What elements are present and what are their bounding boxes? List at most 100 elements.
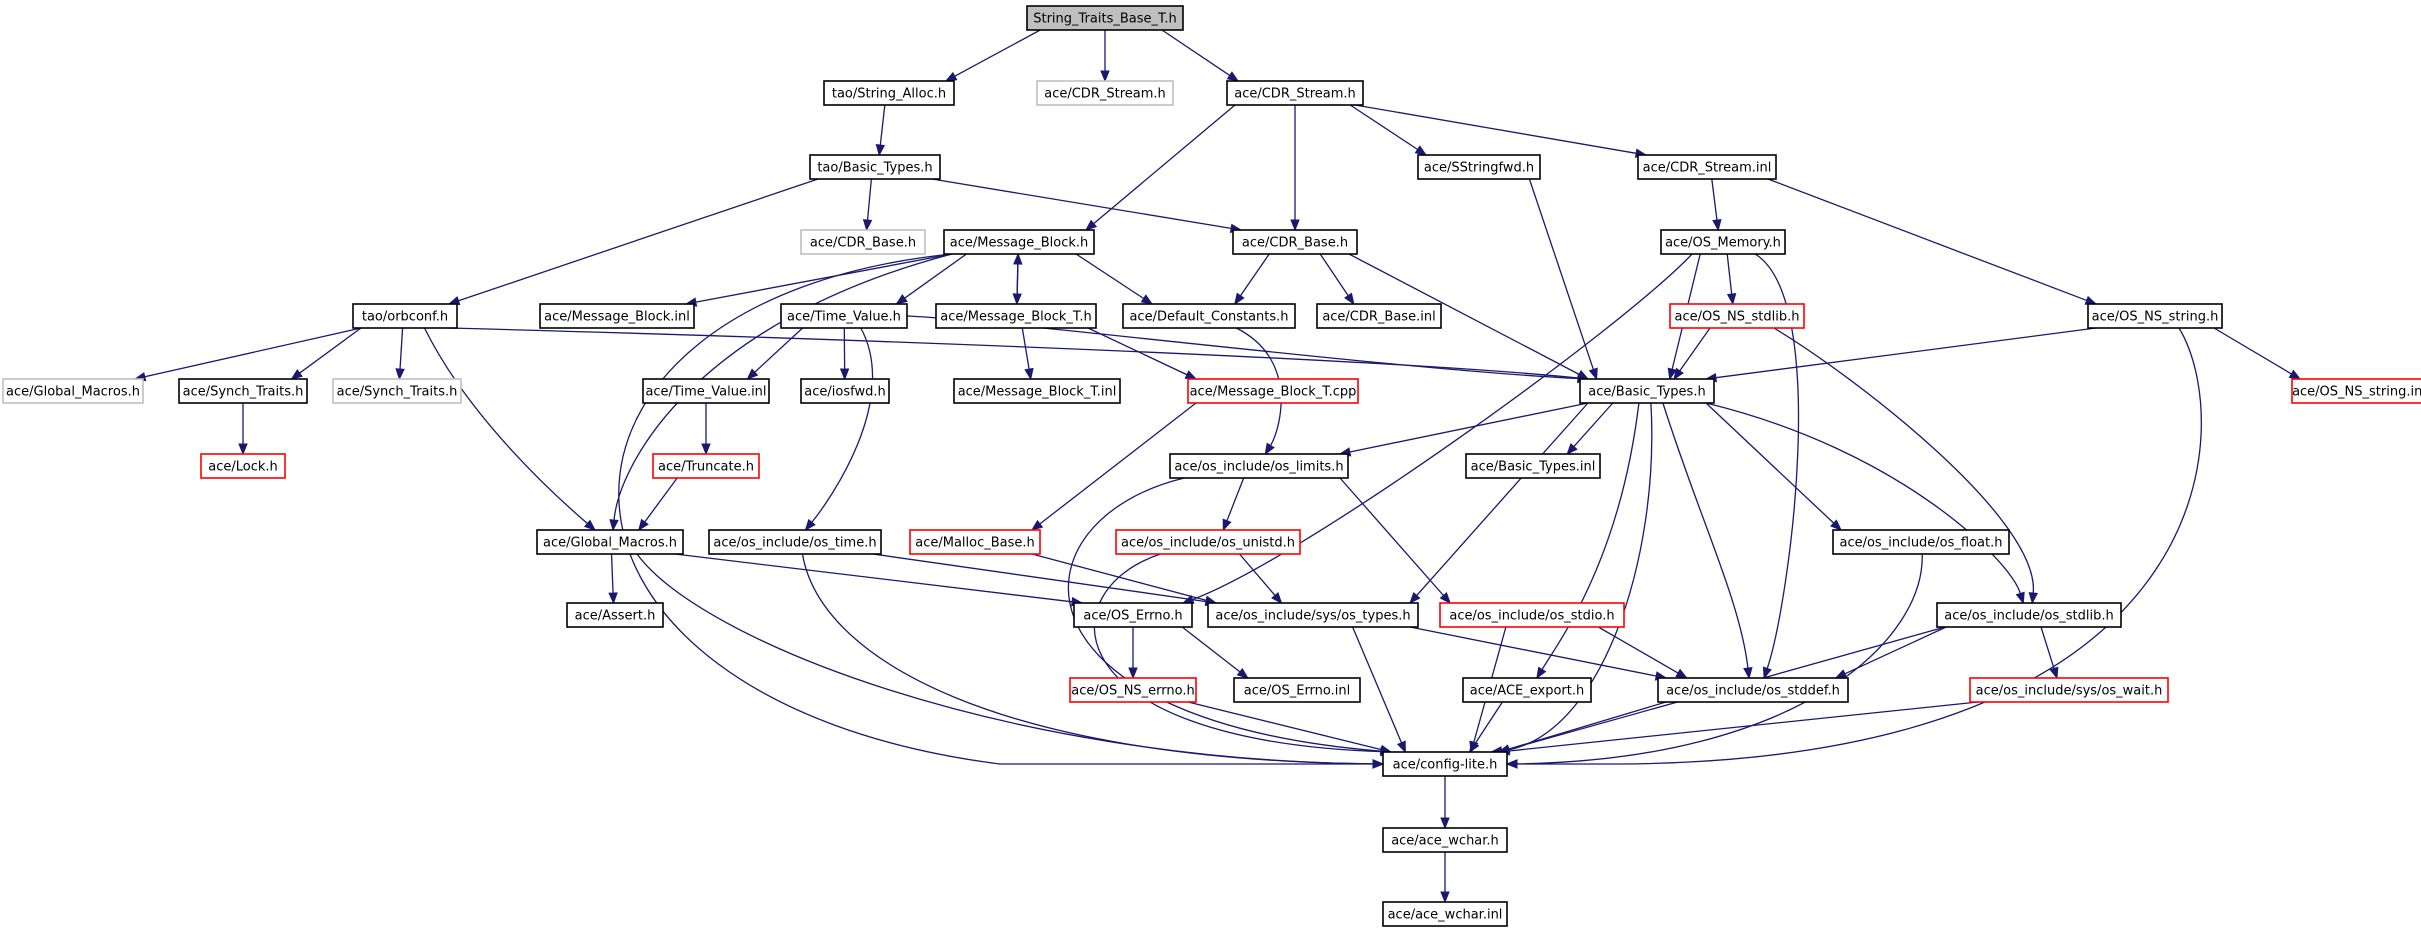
node-message-block-t-cpp[interactable]: ace/Message_Block_T.cpp — [1187, 378, 1359, 404]
node-default-constants[interactable]: ace/Default_Constants.h — [1122, 303, 1296, 329]
node-os-errno-inl[interactable]: ace/OS_Errno.inl — [1233, 677, 1361, 703]
node-cdr-base-inl[interactable]: ace/CDR_Base.inl — [1316, 303, 1442, 329]
node-tao-basic-types[interactable]: tao/Basic_Types.h — [809, 154, 941, 180]
node-os-ns-string-inl[interactable]: ace/OS_NS_string.inl — [2291, 378, 2421, 404]
node-synch-traits[interactable]: ace/Synch_Traits.h — [178, 378, 308, 404]
node-os-limits[interactable]: ace/os_include/os_limits.h — [1169, 453, 1349, 479]
arrowhead — [839, 368, 850, 381]
node-message-block-inl[interactable]: ace/Message_Block.inl — [539, 303, 695, 329]
node-synch-traits-gray: ace/Synch_Traits.h — [332, 378, 462, 404]
arrowhead — [2049, 666, 2059, 680]
node-os-unistd[interactable]: ace/os_include/os_unistd.h — [1115, 529, 1301, 555]
arrowhead — [2288, 369, 2302, 380]
node-message-block-t[interactable]: ace/Message_Block_T.h — [935, 303, 1097, 329]
edge-os_unistd-to-sys_os_types — [1239, 553, 1283, 605]
arrowhead — [1409, 592, 1421, 605]
node-label: ace/CDR_Base.inl — [1322, 310, 1435, 325]
edge-global_macros-to-os_errno — [674, 553, 1084, 607]
arrowhead — [1830, 519, 1842, 531]
node-label: ace/os_include/os_stdlib.h — [1944, 609, 2113, 624]
arrowhead — [1024, 367, 1034, 381]
node-malloc-base[interactable]: ace/Malloc_Base.h — [909, 529, 1041, 555]
edge-message_block_t-to-message_block_t_inl — [1021, 327, 1034, 381]
node-iosfwd[interactable]: ace/iosfwd.h — [800, 378, 890, 404]
edge-os_limits-to-os_unistd — [1222, 477, 1245, 532]
node-label: ace/Basic_Types.inl — [1471, 460, 1596, 475]
edge-time_value-to-iosfwd — [839, 327, 850, 381]
edge-cdr_stream-to-message_block — [1084, 104, 1236, 231]
edge-sys_os_types-to-config_lite — [1352, 626, 1406, 754]
node-basic-types-inl[interactable]: ace/Basic_Types.inl — [1465, 453, 1601, 479]
node-label: ace/OS_NS_string.h — [2092, 310, 2219, 325]
node-label: ace/OS_NS_errno.h — [1071, 684, 1195, 699]
node-lock[interactable]: ace/Lock.h — [200, 453, 286, 479]
node-truncate[interactable]: ace/Truncate.h — [652, 453, 760, 479]
node-label: ace/SStringfwd.h — [1424, 161, 1534, 176]
node-time-value[interactable]: ace/Time_Value.h — [780, 303, 908, 329]
node-message-block[interactable]: ace/Message_Block.h — [943, 229, 1095, 255]
edge-os_stdio-to-os_stddef — [1597, 626, 1688, 679]
node-string-alloc[interactable]: tao/String_Alloc.h — [823, 80, 955, 106]
arrowhead — [1743, 667, 1753, 680]
node-label: ace/Synch_Traits.h — [337, 385, 458, 400]
node-label: ace/OS_Errno.inl — [1244, 684, 1350, 699]
node-os-memory[interactable]: ace/OS_Memory.h — [1660, 229, 1786, 255]
node-os-stdio[interactable]: ace/os_include/os_stdio.h — [1439, 602, 1625, 628]
arrowhead — [290, 368, 303, 380]
node-assert[interactable]: ace/Assert.h — [566, 602, 664, 628]
edge-orbconf-to-basic_types — [448, 327, 1590, 383]
edge-message_block-to-message_block_inl — [684, 253, 953, 307]
node-label: ace/os_include/os_unistd.h — [1121, 536, 1295, 551]
node-os-ns-stdlib[interactable]: ace/OS_NS_stdlib.h — [1669, 303, 1805, 329]
node-sys-os-types[interactable]: ace/os_include/sys/os_types.h — [1207, 602, 1419, 628]
edge-ace_export-to-config_lite — [1468, 701, 1503, 754]
node-cdr-base[interactable]: ace/CDR_Base.h — [1232, 229, 1358, 255]
arrowhead — [1344, 292, 1355, 306]
node-cdr-base-gray: ace/CDR_Base.h — [800, 229, 926, 255]
edge-os_errno-to-os_errno_inl — [1181, 626, 1249, 679]
node-os-ns-string[interactable]: ace/OS_NS_string.h — [2087, 303, 2223, 329]
edge-ace_wchar-to-ace_wchar_inl — [1440, 852, 1450, 904]
node-basic-types[interactable]: ace/Basic_Types.h — [1579, 378, 1715, 404]
edge-basic_types-to-os_float — [1705, 402, 1842, 531]
node-os-float[interactable]: ace/os_include/os_float.h — [1832, 529, 2010, 555]
node-label: ace/CDR_Base.h — [1242, 236, 1348, 251]
node-time-value-inl[interactable]: ace/Time_Value.inl — [642, 378, 770, 404]
node-os-ns-errno[interactable]: ace/OS_NS_errno.h — [1069, 677, 1197, 703]
node-ace-export[interactable]: ace/ACE_export.h — [1462, 677, 1592, 703]
arrowhead — [395, 368, 405, 381]
node-message-block-t-inl[interactable]: ace/Message_Block_T.inl — [953, 378, 1121, 404]
edge-basic_types-to-basic_types_inl — [1566, 402, 1614, 456]
node-cdr-stream[interactable]: ace/CDR_Stream.h — [1226, 80, 1364, 106]
node-cdr-stream-inl[interactable]: ace/CDR_Stream.inl — [1637, 154, 1777, 180]
edge-cdr_base-to-default_constants — [1234, 253, 1270, 306]
node-os-errno[interactable]: ace/OS_Errno.h — [1073, 602, 1193, 628]
arrowhead — [1675, 668, 1688, 679]
edge-cdr_stream-to-cdr_stream_inl — [1354, 104, 1648, 158]
edge-truncate-to-global_macros — [638, 477, 678, 532]
node-label: tao/String_Alloc.h — [832, 87, 946, 102]
arrowhead — [1588, 367, 1598, 381]
node-ace-wchar-inl[interactable]: ace/ace_wchar.inl — [1382, 901, 1508, 927]
node-ace-wchar[interactable]: ace/ace_wchar.h — [1382, 827, 1508, 853]
edge-synch_traits-to-lock — [238, 403, 248, 456]
arrowhead — [609, 519, 619, 532]
arrowhead — [1013, 252, 1023, 265]
node-sstringfwd[interactable]: ace/SStringfwd.h — [1417, 154, 1541, 180]
node-os-stdlib[interactable]: ace/os_include/os_stdlib.h — [1936, 602, 2122, 628]
node-os-stddef[interactable]: ace/os_include/os_stddef.h — [1657, 677, 1849, 703]
node-global-macros[interactable]: ace/Global_Macros.h — [536, 529, 684, 555]
node-label: ace/OS_Memory.h — [1665, 236, 1781, 251]
node-label: ace/os_include/sys/os_types.h — [1215, 609, 1410, 624]
node-label: ace/os_include/os_stddef.h — [1666, 684, 1840, 699]
node-sys-os-wait[interactable]: ace/os_include/sys/os_wait.h — [1969, 677, 2169, 703]
node-orbconf[interactable]: tao/orbconf.h — [352, 303, 458, 329]
node-label: ace/os_include/os_time.h — [713, 536, 876, 551]
arrowhead — [1468, 740, 1480, 754]
node-os-time[interactable]: ace/os_include/os_time.h — [708, 529, 882, 555]
nodes-layer: String_Traits_Base_T.htao/String_Alloc.h… — [2, 5, 2421, 927]
arrowhead — [1440, 891, 1450, 904]
edge-time_value-to-time_value_inl — [746, 327, 804, 380]
node-label: ace/CDR_Stream.inl — [1643, 161, 1772, 176]
node-config-lite[interactable]: ace/config-lite.h — [1382, 751, 1508, 777]
